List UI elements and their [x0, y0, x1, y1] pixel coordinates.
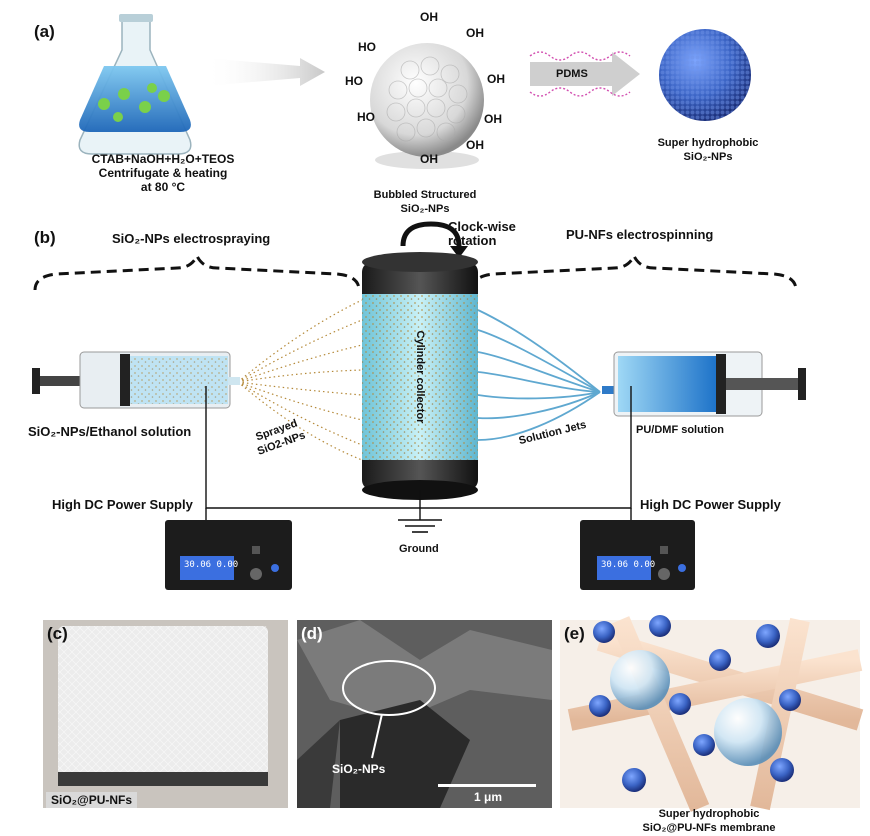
- membrane-caption-line2: SiO₂@PU-NFs membrane: [642, 822, 776, 834]
- blue-sphere: [659, 29, 751, 121]
- oh-label: OH: [484, 112, 502, 126]
- membrane-caption: Super hydrophobic SiO₂@PU-NFs membrane: [614, 807, 804, 835]
- panel-label-b: (b): [34, 228, 56, 247]
- result-caption: Super hydrophobic SiO₂-NPs: [638, 136, 778, 164]
- cylinder-collector: [362, 252, 478, 500]
- electrospinning-title: PU-NFs electrospinning: [566, 227, 714, 242]
- panel-label-c: (c): [47, 624, 68, 643]
- solution-jets: [477, 309, 601, 441]
- oh-label: HO: [357, 110, 375, 124]
- panel-label-a: (a): [34, 22, 55, 41]
- flask-caption-line3: at 80 °C: [140, 180, 186, 194]
- photo-caption: SiO₂@PU-NFs: [46, 792, 138, 808]
- sphere-caption: Bubbled Structured SiO₂-NPs: [350, 188, 500, 216]
- wiring: [205, 386, 632, 520]
- ground-symbol: [398, 519, 442, 533]
- oh-label: OH: [420, 10, 438, 24]
- left-solution-label: SiO₂-NPs/Ethanol solution: [28, 424, 192, 439]
- spray-lines: [237, 299, 363, 461]
- sphere-caption-line2: SiO₂-NPs: [400, 203, 450, 215]
- sem-panel-d: [297, 620, 552, 808]
- flask-caption-line1: CTAB+NaOH+H₂O+TEOS: [91, 152, 235, 166]
- oh-label: HO: [345, 74, 363, 88]
- flask-illustration: [78, 14, 192, 155]
- oh-label: OH: [420, 152, 438, 166]
- oh-label: OH: [466, 138, 484, 152]
- right-bracket: [470, 252, 798, 291]
- electrospraying-title: SiO₂-NPs electrospraying: [112, 231, 271, 246]
- sphere-caption-line1: Bubbled Structured: [373, 189, 477, 201]
- flask-caption-line2: Centrifugate & heating: [98, 166, 228, 180]
- white-sphere: [370, 43, 484, 169]
- oh-label: OH: [466, 26, 484, 40]
- arrow-to-sphere: [205, 58, 325, 86]
- rotation-line2: rotation: [448, 233, 497, 248]
- rotation-label: Clock-wise rotation: [448, 220, 516, 248]
- rotation-arrow: [400, 221, 462, 247]
- power-right-label: High DC Power Supply: [640, 497, 781, 512]
- panel-label-d: (d): [301, 624, 323, 643]
- right-syringe: [602, 351, 806, 417]
- power-right-display: 30.06 0.00: [601, 560, 656, 570]
- photo-panel-c: [43, 620, 288, 808]
- power-left-display: 30.06 0.00: [184, 560, 239, 570]
- collector-label: Cylinder collector: [414, 330, 426, 424]
- oh-label: OH: [487, 72, 505, 86]
- membrane-panel-e: [560, 615, 864, 812]
- rotation-line1: Clock-wise: [448, 219, 516, 234]
- oh-label: HO: [358, 40, 376, 54]
- flask-caption: CTAB+NaOH+H₂O+TEOS Centrifugate & heatin…: [88, 152, 238, 194]
- result-caption-line1: Super hydrophobic: [657, 137, 759, 149]
- power-supply-right: [580, 520, 695, 590]
- sem-nps-label: SiO₂-NPs: [332, 762, 386, 776]
- panel-label-e: (e): [564, 624, 585, 643]
- left-bracket: [33, 252, 361, 291]
- left-syringe: [32, 351, 240, 409]
- right-solution-label: PU/DMF solution: [636, 424, 724, 436]
- ground-label: Ground: [399, 543, 439, 555]
- power-supply-left: [165, 520, 292, 590]
- membrane-caption-line1: Super hydrophobic: [658, 808, 760, 820]
- pdms-arrow: [530, 52, 640, 96]
- pdms-label: PDMS: [556, 68, 588, 80]
- scale-bar-label: 1 μm: [474, 790, 503, 804]
- power-left-label: High DC Power Supply: [52, 497, 193, 512]
- result-caption-line2: SiO₂-NPs: [683, 151, 733, 163]
